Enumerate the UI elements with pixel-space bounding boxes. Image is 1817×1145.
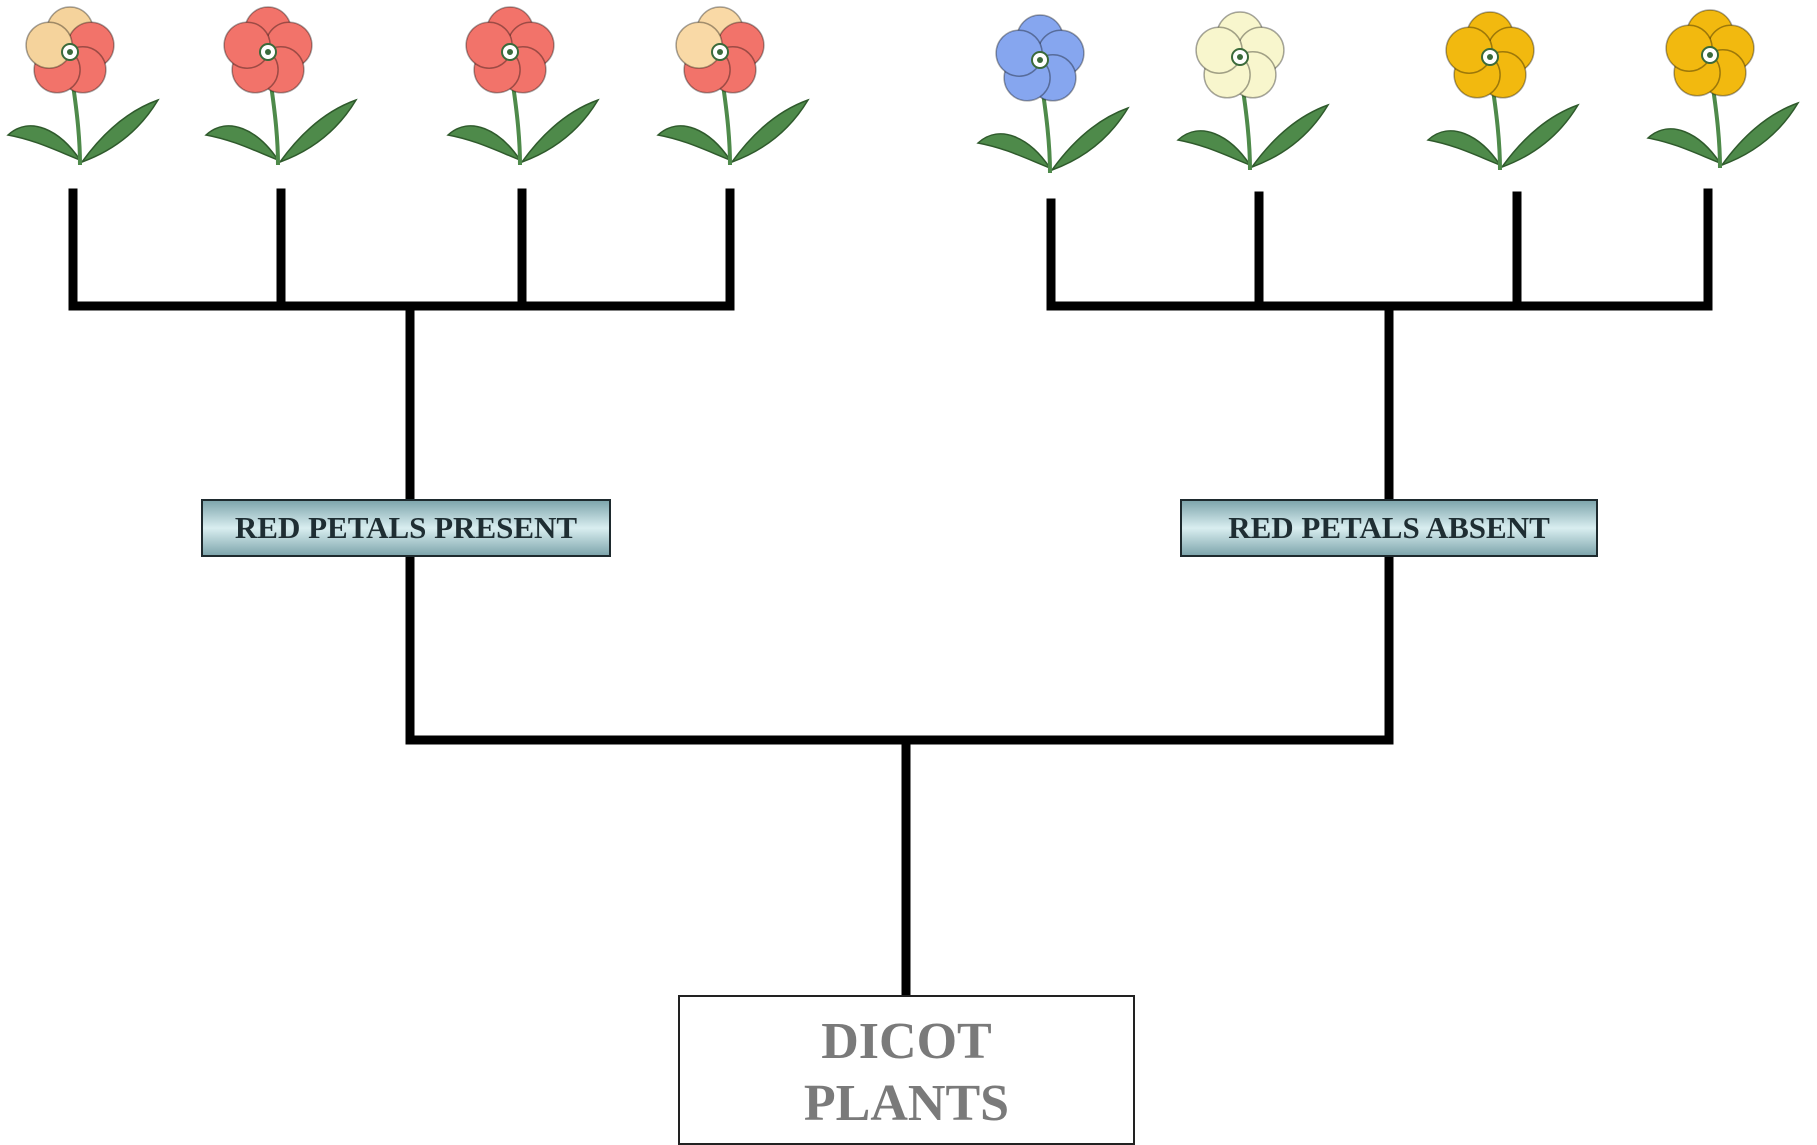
leaf-right-icon [79, 98, 160, 164]
leaf-left-icon [446, 125, 522, 162]
branch-label-red-petals-present: RED PETALS PRESENT [201, 499, 611, 557]
flower-pistil-icon [1237, 54, 1243, 60]
flower-icon [1420, 5, 1580, 175]
leaf-right-icon [1499, 103, 1580, 169]
leaf-right-icon [1249, 103, 1330, 169]
flower-pistil-icon [1037, 57, 1043, 63]
flower-icon [650, 0, 810, 170]
leaf-left-icon [1176, 130, 1252, 167]
leaf-left-icon [1646, 128, 1722, 165]
flower-icon [1170, 5, 1330, 175]
flower-pistil-icon [67, 49, 73, 55]
leaf-right-icon [277, 98, 358, 164]
leaf-left-icon [204, 125, 280, 162]
flower-pistil-icon [717, 49, 723, 55]
leaf-left-icon [1426, 130, 1502, 167]
flower-pistil-icon [507, 49, 513, 55]
leaf-left-icon [656, 125, 732, 162]
root-node-dicot-plants: DICOT PLANTS [678, 995, 1135, 1145]
leaf-right-icon [1719, 101, 1800, 167]
leaf-left-icon [6, 125, 82, 162]
leaf-right-icon [519, 98, 600, 164]
leaf-right-icon [1049, 106, 1130, 172]
branch-label-red-petals-absent: RED PETALS ABSENT [1180, 499, 1598, 557]
flower-pistil-icon [1487, 54, 1493, 60]
flower-icon [198, 0, 358, 170]
root-label-line-2: PLANTS [803, 1075, 1010, 1132]
flower-pistil-icon [1707, 52, 1713, 58]
flower-icon [0, 0, 160, 170]
flower-pistil-icon [265, 49, 271, 55]
flower-icon [970, 8, 1130, 178]
leaf-right-icon [729, 98, 810, 164]
flower-icon [1640, 3, 1800, 173]
flower-icon [440, 0, 600, 170]
leaf-left-icon [976, 133, 1052, 170]
root-label-line-1: DICOT [821, 1013, 992, 1070]
